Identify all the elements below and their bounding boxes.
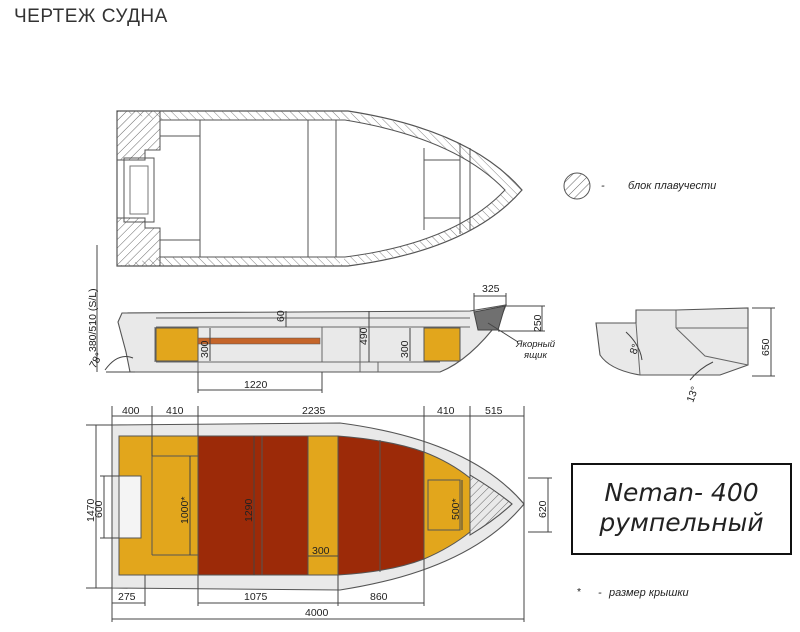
anchor-box-label-1: Якорный — [515, 339, 556, 350]
dim-bottom-0: 275 — [118, 591, 136, 603]
dim-1290: 1290 — [243, 498, 255, 522]
float-block-side-front — [423, 327, 461, 362]
legend-dash: - — [601, 180, 605, 192]
dim-bottom-2: 860 — [370, 591, 388, 603]
dim-top-3: 410 — [437, 405, 455, 417]
title-line-1: Neman- 400 — [604, 478, 759, 507]
dim-60: 60 — [275, 310, 287, 322]
anchor-box-label-2: ящик — [523, 350, 547, 361]
dim-side-height: 380/510 (S/L) — [87, 288, 99, 352]
float-block-middle — [307, 435, 339, 576]
dim-650: 650 — [760, 338, 772, 356]
dim-300-side-b: 300 — [399, 340, 411, 358]
title-line-2: румпельный — [599, 508, 764, 537]
dim-bottom-1: 1075 — [244, 591, 268, 603]
lid-note-star: * — [577, 586, 581, 598]
dim-620: 620 — [537, 500, 549, 518]
legend-text: блок плавучести — [628, 180, 716, 192]
angle-8: 8° — [628, 342, 643, 356]
dim-transom-angle: 78° — [87, 351, 105, 371]
dim-300-plan: 300 — [312, 545, 330, 557]
section-view: 650 8° 13° — [595, 307, 775, 404]
deck-panel-rear — [197, 435, 309, 576]
hull-outline-top — [116, 110, 523, 267]
legend: - блок плавучести — [563, 172, 716, 200]
motor-well-top — [123, 157, 155, 223]
page-title: ЧЕРТЕЖ СУДНА — [14, 6, 168, 27]
dim-1220: 1220 — [244, 379, 268, 391]
float-block-side-rear — [155, 327, 199, 362]
dim-top-0: 400 — [122, 405, 140, 417]
deck-panel-front — [337, 435, 425, 576]
dim-325: 325 — [482, 283, 500, 295]
anchor-box-side — [473, 305, 506, 331]
dim-top-2: 2235 — [302, 405, 326, 417]
dim-500: 500* — [450, 498, 462, 520]
seat-side — [197, 337, 321, 345]
side-view: 380/510 (S/L) 78° 60 300 490 300 1220 32… — [87, 245, 556, 393]
dim-250: 250 — [532, 314, 544, 332]
dim-300-side-a: 300 — [199, 340, 211, 358]
lid-note-dash: - — [598, 587, 602, 599]
float-block-symbol — [563, 172, 591, 200]
bottom-plan-view: 400 410 2235 410 515 1470 600 1000* 1290… — [85, 405, 552, 622]
motor-well-bottom — [118, 475, 142, 539]
dim-600: 600 — [93, 500, 105, 518]
dim-overall: 4000 — [305, 607, 329, 619]
dim-1470: 1470 — [85, 498, 97, 522]
title-block: Neman- 400 румпельный — [571, 463, 792, 555]
lid-note: * - размер крышки — [577, 586, 689, 599]
dim-490: 490 — [358, 327, 370, 345]
lid-note-text: размер крышки — [608, 587, 689, 599]
dim-top-1: 410 — [166, 405, 184, 417]
angle-13: 13° — [685, 385, 702, 404]
hull-section — [595, 307, 749, 376]
dim-1000: 1000* — [179, 497, 191, 524]
top-plan-view — [116, 110, 523, 267]
dim-top-4: 515 — [485, 405, 503, 417]
